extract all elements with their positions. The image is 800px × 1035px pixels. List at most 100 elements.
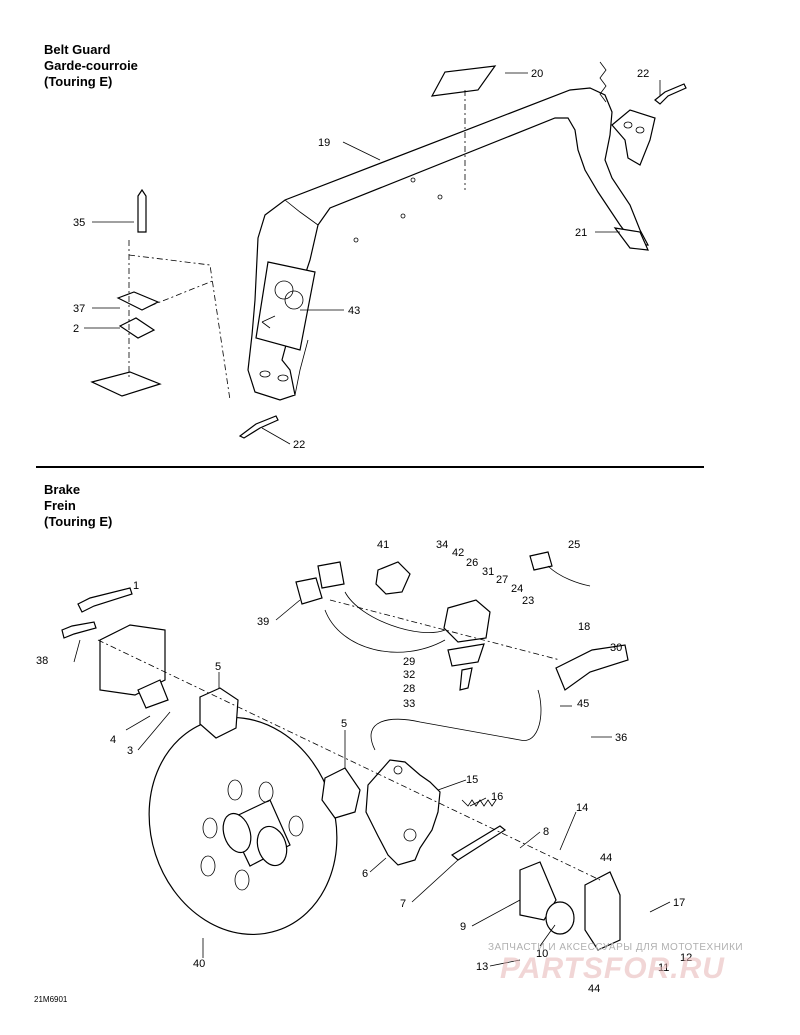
belt-guard-title-en: Belt Guard [44,42,111,57]
disc-vent-holes [200,779,304,891]
guard-bracket-top [611,109,656,166]
callout-33: 33 [403,698,415,710]
callout-43: 43 [348,305,360,317]
lever-arm-32 [459,667,473,691]
leader-22-bottom [261,427,291,445]
callout-18: 18 [578,621,590,633]
callout-22-bottom: 22 [293,439,305,451]
leader-15 [437,779,467,791]
brake-title: Brake Frein (Touring E) [44,482,112,530]
callout-37: 37 [73,303,85,315]
watermark-logo: PARTSFOR.RU [500,952,725,985]
callout-2: 2 [73,323,79,335]
leader-19 [342,141,381,161]
callout-38: 38 [36,655,48,667]
callout-8: 8 [543,826,549,838]
callout-29: 29 [403,656,415,668]
mount-guide-2 [149,279,216,307]
callout-41: 41 [377,539,389,551]
callout-6: 6 [362,868,368,880]
brake-title-fr: Frein [44,498,76,513]
left-mount-stack [90,188,231,401]
mount-hole-left [259,370,271,378]
belt-guard-title: Belt Guard Garde-courroie (Touring E) [44,42,138,90]
switch-25-wire [547,565,591,587]
callout-3: 3 [127,745,133,757]
disc-hole [288,815,304,837]
watermark-text: ЗАПЧАСТИ И АКСЕССУАРЫ ДЛЯ МОТОТЕХНИКИ [488,942,744,953]
leader-6 [369,857,387,873]
leader-9 [471,899,521,927]
callout-16: 16 [491,791,503,803]
leader-10 [539,924,556,947]
callout-44-bottom: 44 [588,983,600,995]
callout-45: 45 [577,698,589,710]
disc-hole [200,855,216,877]
callout-25: 25 [568,539,580,551]
bolt-1 [77,587,133,613]
bracket-37 [116,291,160,311]
section-divider [36,466,704,468]
callout-40: 40 [193,958,205,970]
callout-30: 30 [610,642,622,654]
caliper-6 [365,759,441,866]
brake-callouts: 41 34 42 26 31 27 24 25 1 39 23 18 30 38… [36,539,692,995]
callout-31: 31 [482,566,494,578]
bracket-hole-2 [635,126,645,134]
mount-block [99,624,166,696]
rivet-22-top [654,83,687,105]
rod-7 [450,825,507,861]
disc-hole [227,779,243,801]
callout-23: 23 [522,595,534,607]
caliper-pivot [393,765,403,775]
leader-38 [73,639,81,663]
belt-guard-label-decal [255,261,316,351]
leader-lines [73,72,671,967]
disc-hole [258,781,274,803]
callout-14: 14 [576,802,588,814]
callout-7: 7 [400,898,406,910]
guard-plate [584,871,621,951]
callout-32: 32 [403,669,415,681]
drawing-code: 21M6901 [34,995,68,1004]
brake-title-en: Brake [44,482,81,497]
callout-20: 20 [531,68,543,80]
spring-16 [461,799,497,807]
lever-housing [443,599,491,643]
callout-21: 21 [575,227,587,239]
callout-39: 39 [257,616,269,628]
callout-27: 27 [496,574,508,586]
callout-11: 11 [658,962,669,974]
callout-28: 28 [403,683,415,695]
decal-arrow [261,315,276,329]
guard-hole-1 [410,177,416,183]
plate-2 [118,317,156,339]
decal-symbol-1 [274,280,294,300]
rivet-35 [137,188,147,233]
brake-pad-5-upper [199,687,239,739]
brake-drawing [61,551,629,951]
part-21-strap [613,227,649,251]
bolt-38 [61,621,97,639]
base-plate [90,371,162,397]
callout-13: 13 [476,961,488,973]
callout-1: 1 [133,580,139,592]
switch-25 [529,551,553,571]
leader-14 [559,811,577,851]
guard-hole-3 [400,213,406,219]
mount-guide-1 [128,254,231,401]
brake-lever-30 [555,644,629,691]
belt-guard-drawing [90,61,687,439]
bracket-hole-1 [623,121,633,129]
callout-19: 19 [318,137,330,149]
callout-44-top: 44 [600,852,612,864]
callout-24: 24 [511,583,523,595]
callout-10: 10 [536,948,548,960]
wire-harness [324,591,446,653]
leader-17 [649,901,671,913]
brake-title-model: (Touring E) [44,514,113,529]
bracket-4 [137,679,169,709]
callout-36: 36 [615,732,627,744]
guard-hole-2 [437,194,443,200]
